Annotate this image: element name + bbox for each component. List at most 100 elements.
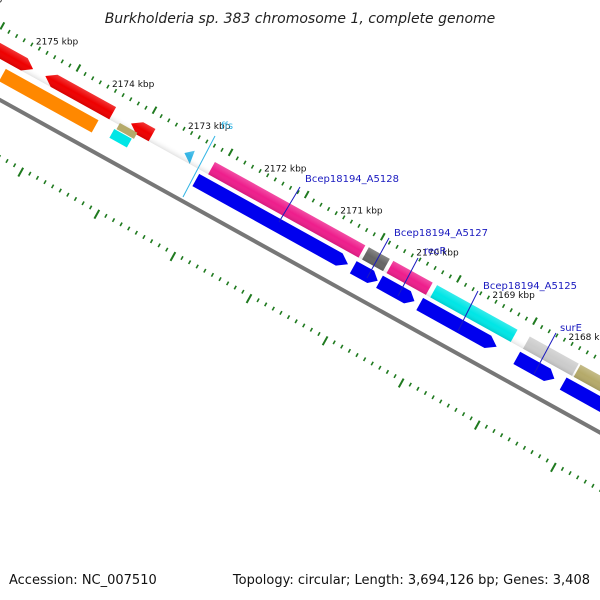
inner-ruler-tick bbox=[195, 264, 199, 269]
accession-text: Accession: NC_007510 bbox=[9, 573, 157, 588]
outer-ruler-tick bbox=[585, 350, 589, 355]
outer-ruler-tick bbox=[151, 106, 158, 115]
outer-ruler-tick bbox=[98, 80, 102, 85]
outer-ruler-tick bbox=[0, 21, 6, 30]
outer-ruler-tick bbox=[136, 101, 141, 106]
ruler-label: 2176 kbp bbox=[0, 0, 2, 6]
outer-ruler-tick bbox=[212, 143, 217, 148]
outer-ruler-tick bbox=[30, 42, 34, 47]
inner-ruler-tick bbox=[93, 209, 101, 220]
outer-ruler-tick bbox=[273, 177, 277, 182]
outer-ruler-tick bbox=[326, 206, 331, 212]
callout-line-sure bbox=[533, 332, 557, 375]
gene-blue-6[interactable] bbox=[559, 377, 600, 421]
outer-ruler-tick bbox=[456, 274, 462, 283]
inner-ruler-tick bbox=[317, 331, 321, 337]
outer-ruler-tick bbox=[205, 139, 209, 144]
inner-ruler-tick bbox=[187, 260, 192, 265]
outer-ruler-tick bbox=[197, 135, 201, 140]
inner-ruler-tick bbox=[210, 272, 215, 278]
inner-ruler-tick bbox=[58, 188, 62, 193]
inner-ruler-tick bbox=[568, 471, 572, 476]
gene-blue-3[interactable] bbox=[376, 275, 418, 308]
gene-orange[interactable] bbox=[0, 68, 99, 133]
outer-ruler-tick bbox=[174, 122, 179, 127]
gene-blue-5[interactable] bbox=[513, 351, 557, 385]
inner-ruler-tick bbox=[355, 352, 359, 358]
outer-ruler-tick bbox=[258, 168, 262, 174]
outer-ruler-tick bbox=[144, 105, 148, 110]
outer-ruler-tick bbox=[266, 173, 270, 178]
inner-ruler-tick bbox=[332, 340, 336, 345]
inner-ruler-tick bbox=[28, 171, 32, 176]
gene-callouts: ffs Bcep18194_A5128 Bcep18194_A5127 recR… bbox=[182, 121, 582, 375]
outer-ruler-tick bbox=[288, 185, 293, 191]
outer-ruler-tick bbox=[410, 253, 414, 258]
inner-ruler-tick bbox=[522, 445, 527, 450]
inner-ruler-tick bbox=[408, 382, 412, 387]
outer-ruler-tick bbox=[501, 303, 506, 309]
outer-ruler-tick bbox=[319, 202, 323, 207]
outer-ruler-tick bbox=[167, 118, 171, 123]
label-sure[interactable]: surE bbox=[560, 323, 582, 334]
inner-ruler-tick bbox=[431, 395, 435, 400]
ruler-label: 2173 kbp bbox=[188, 122, 231, 132]
outer-ruler-tick bbox=[220, 147, 224, 153]
inner-ruler-tick bbox=[416, 386, 420, 391]
label-bcep18194-a5125[interactable]: Bcep18194_A5125 bbox=[483, 281, 577, 292]
gene-blue-2[interactable] bbox=[349, 261, 381, 287]
forward-strand bbox=[0, 41, 600, 406]
inner-ruler-tick bbox=[550, 462, 557, 473]
outer-ruler-tick bbox=[379, 232, 386, 241]
outer-ruler-tick bbox=[52, 54, 57, 60]
gene-blue-4[interactable] bbox=[416, 297, 500, 353]
inner-ruler-tick bbox=[241, 289, 245, 294]
outer-ruler-tick bbox=[75, 64, 82, 73]
outer-ruler-tick bbox=[547, 329, 551, 334]
inner-ruler-tick bbox=[81, 201, 85, 206]
inner-ruler-tick bbox=[245, 293, 253, 304]
genome-summary-text: Topology: circular; Length: 3,694,126 bp… bbox=[232, 573, 590, 588]
inner-ruler-tick bbox=[50, 184, 55, 189]
gene-blue-1[interactable] bbox=[192, 173, 351, 271]
inner-ruler-tick bbox=[271, 306, 275, 311]
outer-ruler-tick bbox=[578, 346, 582, 351]
outer-ruler-tick bbox=[387, 240, 392, 245]
ruler-label: 2170 kbp bbox=[416, 249, 459, 259]
outer-ruler-tick bbox=[433, 265, 437, 271]
outer-ruler-tick bbox=[471, 286, 475, 292]
outer-ruler-tick bbox=[349, 219, 354, 224]
outer-ruler-tick bbox=[342, 215, 346, 220]
label-ffs[interactable]: ffs bbox=[221, 121, 233, 132]
outer-ruler-tick bbox=[402, 248, 407, 254]
outer-ruler-tick bbox=[7, 29, 11, 34]
outer-ruler-tick bbox=[311, 198, 316, 203]
outer-ruler-tick bbox=[448, 274, 452, 279]
inner-ruler-tick bbox=[484, 424, 489, 429]
inner-ruler-tick bbox=[233, 285, 237, 290]
label-bcep18194-a5128[interactable]: Bcep18194_A5128 bbox=[305, 174, 399, 185]
inner-ruler-tick bbox=[66, 192, 70, 197]
outer-ruler-tick bbox=[509, 308, 513, 313]
outer-ruler-tick bbox=[463, 282, 468, 288]
inner-ruler-tick bbox=[347, 348, 352, 353]
inner-ruler-tick bbox=[362, 357, 367, 362]
label-bcep18194-a5127[interactable]: Bcep18194_A5127 bbox=[394, 228, 488, 239]
outer-ruler-tick bbox=[83, 71, 87, 77]
outer-ruler-tick bbox=[517, 312, 521, 317]
inner-ruler-tick bbox=[279, 310, 283, 316]
inner-ruler-tick bbox=[454, 407, 458, 413]
label-recr[interactable]: recR bbox=[424, 246, 447, 257]
gene-olive-small[interactable] bbox=[116, 123, 138, 139]
outer-ruler-tick bbox=[418, 257, 422, 262]
ruler-label: 2174 kbp bbox=[112, 80, 155, 90]
gene-cyan-small[interactable] bbox=[109, 129, 132, 148]
inner-ruler-tick bbox=[499, 433, 504, 438]
callout-line-a5125 bbox=[457, 290, 479, 332]
inner-ruler-tick bbox=[507, 437, 511, 442]
inner-ruler-tick bbox=[537, 454, 542, 459]
inner-ruler-tick bbox=[461, 411, 466, 417]
inner-ruler-tick bbox=[576, 475, 580, 480]
outer-ruler-tick bbox=[14, 33, 19, 39]
